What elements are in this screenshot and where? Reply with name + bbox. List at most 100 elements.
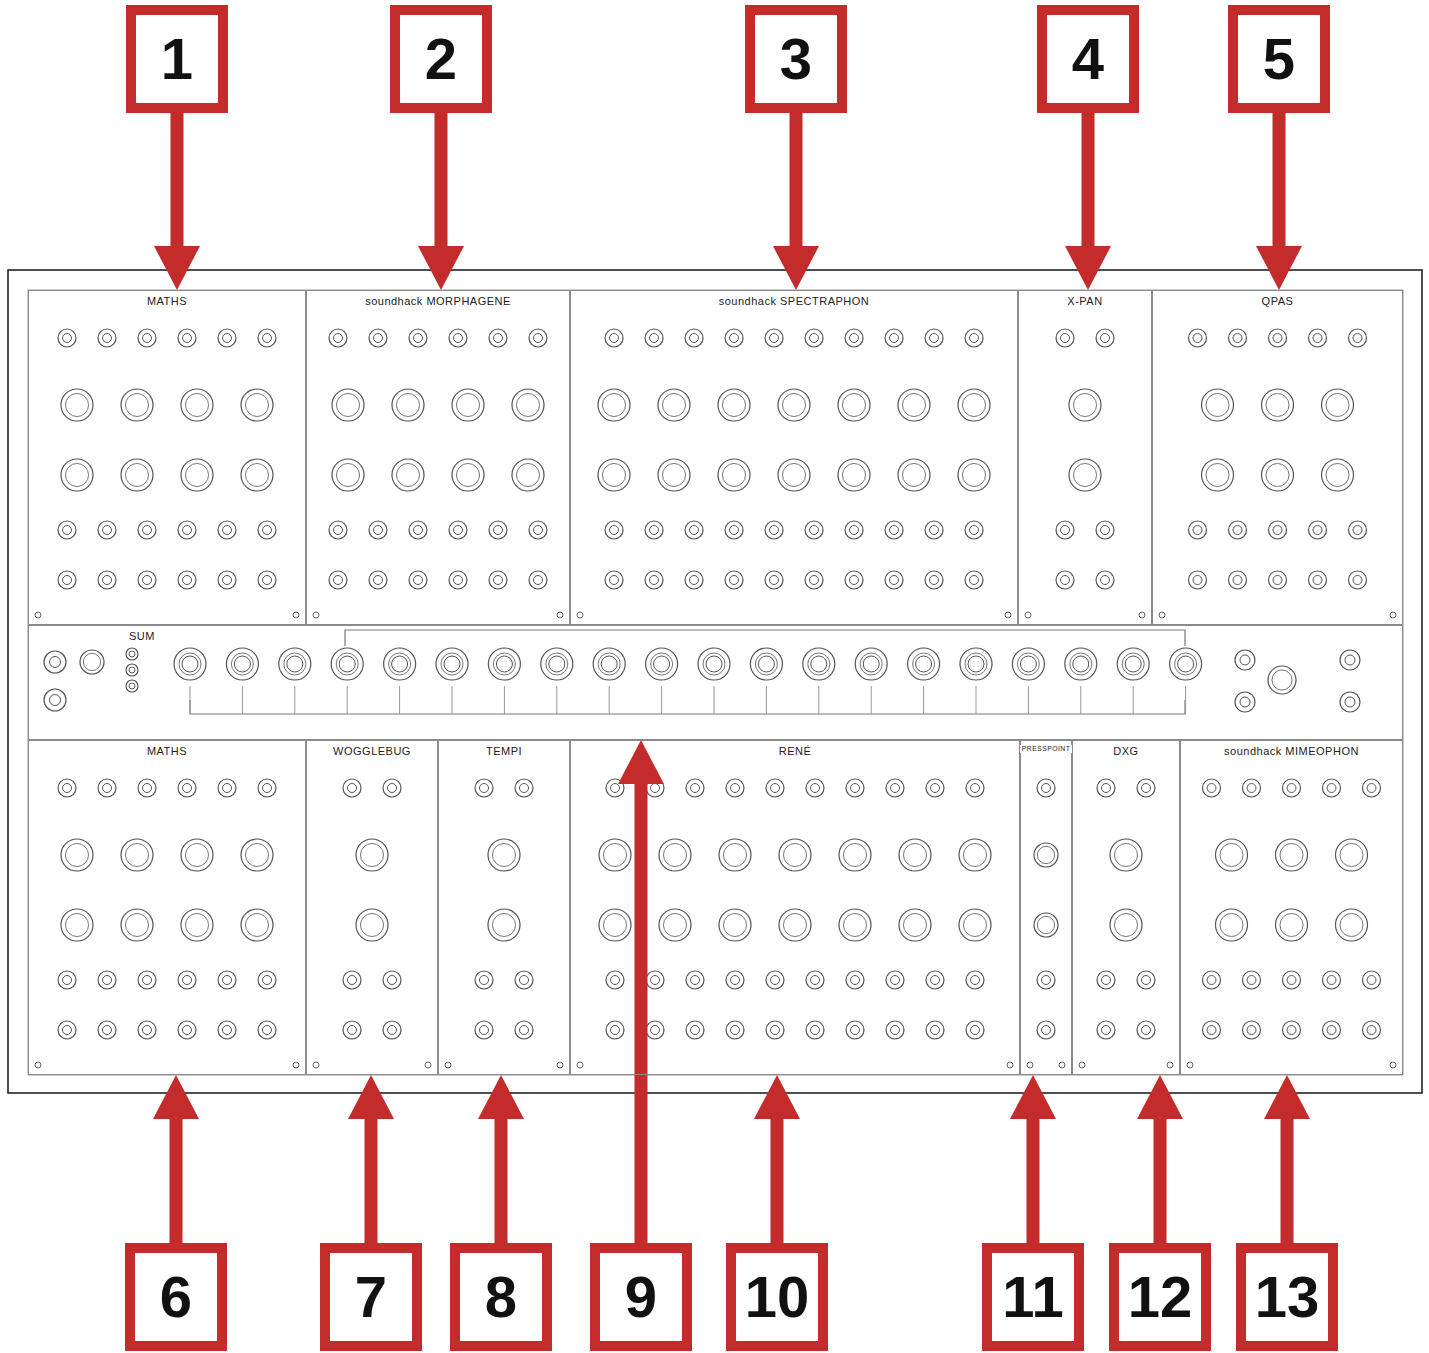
knob [1110,839,1142,871]
jack-ring [606,779,624,797]
jack-ring [845,329,863,347]
jack-hole [1233,334,1242,343]
module-name: DXG [1111,745,1140,758]
jack-nut [336,653,358,675]
knob-ring [241,839,273,871]
module-name: MATHS [145,745,189,758]
jack-ring [685,571,703,589]
jack [606,779,624,797]
jack-hole [971,1026,980,1035]
screw [1167,1062,1173,1068]
jack [926,779,944,797]
jack [475,1021,493,1039]
jack [1349,521,1367,539]
jack [1229,329,1247,347]
knob-ring [719,839,751,871]
jack-hole [1102,976,1111,985]
knob-cap [1114,913,1137,936]
jack-ring [449,571,467,589]
module-panel: soundhack SPECTRAPHON [570,290,1018,625]
jack-ring [908,648,940,680]
knob-cap [842,463,865,486]
jack-nut [965,653,987,675]
knob-ring [241,909,273,941]
jack-ring [593,648,625,680]
knob-ring [1322,389,1354,421]
knob-cap [783,843,806,866]
jack-ring [126,648,138,660]
callout-number: 3 [780,30,812,88]
jack-ring [726,779,744,797]
callout-box: 7 [320,1243,422,1351]
jack [766,971,784,989]
jack-hole [480,784,489,793]
knob-ring [658,459,690,491]
jack-ring [331,648,363,680]
knob-cap [843,913,866,936]
jack-ring [805,571,823,589]
jack [98,521,116,539]
jack-hole [770,576,779,585]
jack-ring [529,571,547,589]
module-name: RENÉ [777,745,814,758]
jack-hole [480,976,489,985]
jack [58,779,76,797]
callout-box: 8 [450,1243,552,1351]
jack-hole [1327,784,1336,793]
jack-hole [1193,334,1202,343]
jack-ring [1037,971,1055,989]
jack-hole [970,334,979,343]
knob [121,389,153,421]
jack [605,329,623,347]
jack-hole [63,1026,72,1035]
knob [898,459,930,491]
knob [512,459,544,491]
module-name: PRESSPOINT [1020,745,1073,753]
jack-hole [1233,576,1242,585]
callout-box: 4 [1037,5,1139,113]
jack [449,329,467,347]
jack-ring [178,779,196,797]
jack-hole [1142,784,1151,793]
knob [332,389,364,421]
jack-hole [1247,976,1256,985]
knob-cap [1037,916,1054,933]
knob-ring [1336,839,1368,871]
jack-hole [1353,526,1362,535]
jack [1235,650,1255,670]
jack [475,779,493,797]
jack [593,648,625,680]
jack [965,521,983,539]
knob-cap [396,393,419,416]
jack [331,648,363,680]
jack [58,1021,76,1039]
jack [409,571,427,589]
jack [845,571,863,589]
knob-ring [598,389,630,421]
jack [803,648,835,680]
jack-hole [1353,334,1362,343]
knob [598,459,630,491]
jack-hole [129,667,135,673]
screw [1059,1062,1065,1068]
jack [1037,779,1055,797]
bus-tick [923,686,924,714]
jack [805,571,823,589]
jack [646,1021,664,1039]
jack-hole [811,1026,820,1035]
module-panel: soundhack MORPHAGENE [306,290,570,625]
jack [1189,521,1207,539]
jack-ring [1363,971,1381,989]
jack-ring [806,1021,824,1039]
knob [1276,839,1308,871]
jack-ring [218,779,236,797]
jack [488,648,520,680]
jack [178,521,196,539]
knob-ring [241,389,273,421]
jack-hole [520,784,529,793]
jack-ring [966,1021,984,1039]
jack-ring [383,971,401,989]
jack [765,521,783,539]
jack-ring [489,571,507,589]
screw [1187,1062,1193,1068]
